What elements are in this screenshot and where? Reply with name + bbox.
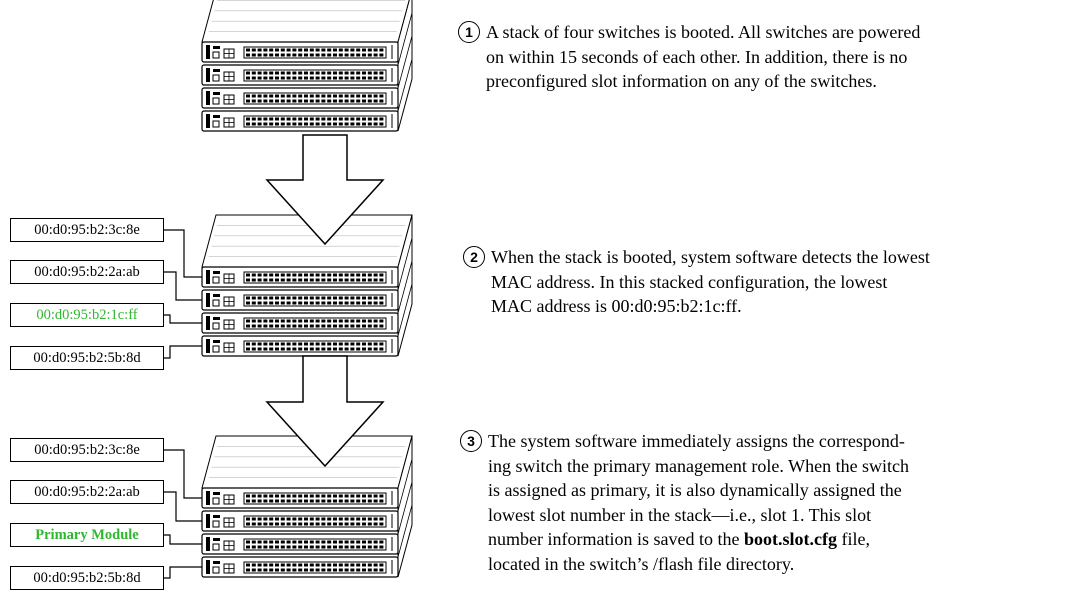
step-3: 3 The system software immediately assign… — [460, 429, 909, 576]
stack-3-connector-3 — [164, 534, 202, 545]
mac-label-stack2-4: 00:d0:95:b2:5b:8d — [10, 346, 164, 370]
stack-3-switch-2 — [201, 510, 399, 532]
step-3-text: The system software immediately assigns … — [488, 429, 909, 576]
step-1-line-3: preconfigured slot information on any of… — [486, 71, 877, 91]
mac-label-stack2-3-lowest: 00:d0:95:b2:1c:ff — [10, 303, 164, 327]
stack-3-connector-1 — [164, 449, 202, 499]
step-1-line-2: on within 15 seconds of each other. In a… — [486, 46, 908, 67]
stack-2-connector-3 — [164, 314, 202, 324]
step-3-line-3: is assigned as primary, it is also dynam… — [488, 480, 902, 500]
down-arrow-2 — [265, 355, 385, 468]
stack-1-switch-4 — [201, 110, 399, 132]
switch-stack-1 — [201, 0, 413, 132]
step-3-line-1: The system software immediately assigns … — [488, 431, 905, 451]
stack-3-switch-3 — [201, 533, 399, 555]
stack-1-switch-1 — [201, 41, 399, 63]
step-3-line-5-pre: number information is saved to the — [488, 529, 744, 549]
mac-label-stack2-1: 00:d0:95:b2:3c:8e — [10, 218, 164, 242]
stack-3-connector-4 — [164, 566, 202, 579]
stack-2-switch-1 — [201, 266, 399, 288]
step-3-line-6: located in the switch’s /flash file dire… — [488, 553, 795, 574]
step-2-line-1: When the stack is booted, system softwar… — [491, 247, 930, 267]
step-1: 1 A stack of four switches is booted. Al… — [458, 20, 920, 94]
step-3-line-5-post: file, — [836, 529, 870, 549]
primary-module-label: Primary Module — [10, 523, 164, 547]
flow-arrows — [265, 134, 385, 468]
step-1-number-icon: 1 — [458, 21, 480, 43]
stack-2-switch-2 — [201, 289, 399, 311]
stack-2-switch-4 — [201, 335, 399, 357]
mac-label-stack3-4: 00:d0:95:b2:5b:8d — [10, 566, 164, 590]
step-3-number-icon: 3 — [460, 430, 482, 452]
down-arrow-1 — [265, 134, 385, 246]
step-2-line-3: MAC address is 00:d0:95:b2:1c:ff. — [491, 296, 742, 316]
boot-slot-cfg-filename: boot.slot.cfg — [743, 529, 837, 549]
stack-2-switch-3 — [201, 312, 399, 334]
step-3-line-2: ing switch the primary management role. … — [488, 455, 910, 476]
mac-label-stack3-1: 00:d0:95:b2:3c:8e — [10, 438, 164, 462]
step-2-text: When the stack is booted, system softwar… — [491, 245, 930, 319]
stack-2-connector-1 — [164, 229, 202, 278]
label-connectors — [164, 229, 202, 579]
step-1-text: A stack of four switches is booted. All … — [486, 20, 920, 94]
step-3-line-4: lowest slot number in the stack—i.e., sl… — [488, 504, 872, 525]
step-3-line-5: number information is saved to the boot.… — [488, 527, 909, 552]
stack-2-connector-4 — [164, 345, 202, 359]
switch-stack-3 — [201, 435, 413, 578]
stack-1-switch-3 — [201, 87, 399, 109]
switch-stack-2 — [201, 214, 413, 357]
step-2: 2 When the stack is booted, system softw… — [463, 245, 930, 319]
stack-3-switch-1 — [201, 487, 399, 509]
stack-1-switch-2 — [201, 64, 399, 86]
step-2-number-icon: 2 — [463, 246, 485, 268]
step-1-line-1: A stack of four switches is booted. All … — [486, 22, 921, 42]
mac-label-stack3-2: 00:d0:95:b2:2a:ab — [10, 480, 164, 504]
mac-label-stack2-2: 00:d0:95:b2:2a:ab — [10, 260, 164, 284]
stack-2-connector-2 — [164, 271, 202, 301]
stack-3-connector-2 — [164, 491, 202, 522]
step-2-line-2: MAC address. In this stacked configurati… — [491, 271, 888, 292]
stack-3-switch-4 — [201, 556, 399, 578]
